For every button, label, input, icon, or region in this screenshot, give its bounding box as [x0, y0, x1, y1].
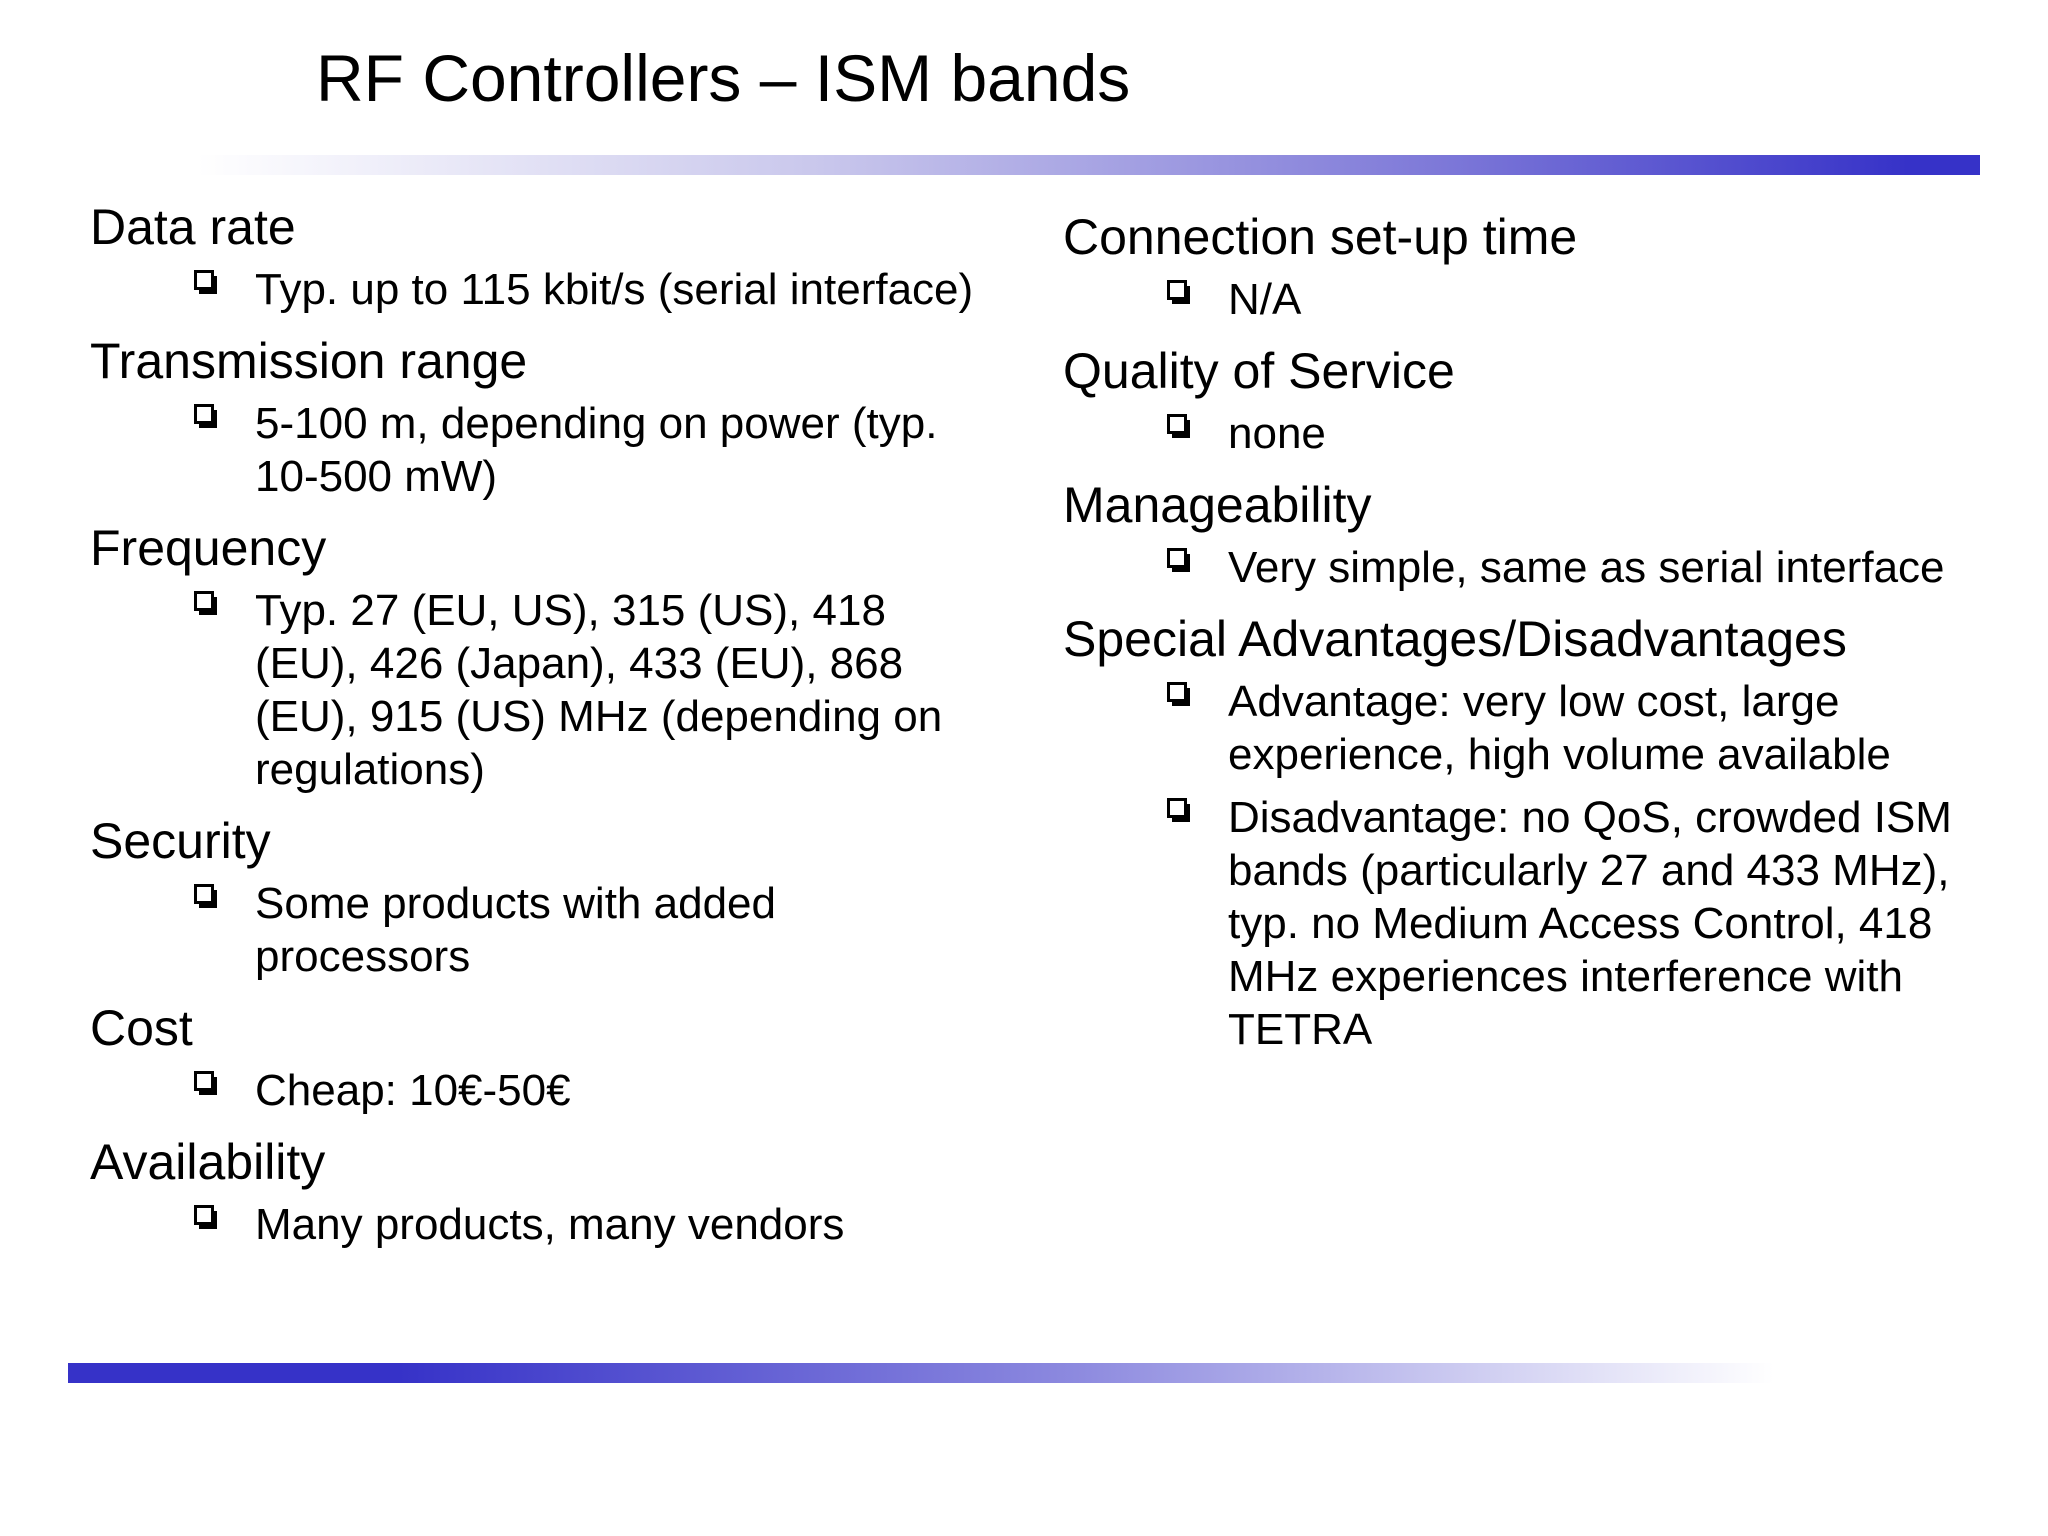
section-header: Data rate: [90, 199, 296, 255]
bullet-text: Very simple, same as serial interface: [1228, 543, 1945, 592]
section-header: Manageability: [1063, 477, 1372, 533]
shadowed-square-bullet-icon: [1167, 414, 1187, 434]
content-left-column: Data rate Typ. up to 115 kbit/s (serial …: [90, 196, 1055, 1261]
section-header: Cost: [90, 1000, 193, 1056]
shadowed-square-bullet-icon: [1167, 682, 1187, 702]
bullet-item: 5-100 m, depending on power (typ. 10-500…: [90, 397, 1055, 503]
bullet-text: Cheap: 10€-50€: [255, 1066, 571, 1115]
bullet-text: Advantage: very low cost, large experien…: [1228, 677, 1891, 779]
section-header: Security: [90, 813, 271, 869]
section-cost: Cost Cheap: 10€-50€: [90, 997, 1055, 1117]
shadowed-square-bullet-icon: [194, 1205, 214, 1225]
bullet-text: Many products, many vendors: [255, 1200, 845, 1249]
section-data-rate: Data rate Typ. up to 115 kbit/s (serial …: [90, 196, 1055, 316]
section-security: Security Some products with added proces…: [90, 810, 1055, 983]
section-connection-setup-time: Connection set-up time N/A: [1063, 206, 2028, 326]
section-header: Transmission range: [90, 333, 528, 389]
bullet-item: Many products, many vendors: [90, 1198, 1055, 1251]
bullet-item: Some products with added processors: [90, 877, 1055, 983]
shadowed-square-bullet-icon: [194, 1071, 214, 1091]
bullet-item: N/A: [1063, 273, 2028, 326]
bullet-item: Typ. 27 (EU, US), 315 (US), 418 (EU), 42…: [90, 584, 1055, 796]
shadowed-square-bullet-icon: [194, 270, 214, 290]
bullet-item: Cheap: 10€-50€: [90, 1064, 1055, 1117]
shadowed-square-bullet-icon: [1167, 798, 1187, 818]
bullet-text: Typ. up to 115 kbit/s (serial interface): [255, 265, 974, 314]
bullet-text: 5-100 m, depending on power (typ. 10-500…: [255, 399, 938, 501]
bullet-item: Very simple, same as serial interface: [1063, 541, 2028, 594]
section-header: Connection set-up time: [1063, 209, 1578, 265]
shadowed-square-bullet-icon: [194, 404, 214, 424]
title-accent-bar: [197, 155, 1980, 175]
bullet-text: none: [1228, 409, 1326, 458]
section-header: Special Advantages/Disadvantages: [1063, 611, 1847, 667]
shadowed-square-bullet-icon: [194, 591, 214, 611]
footer-accent-bar: [68, 1363, 1902, 1383]
section-transmission-range: Transmission range 5-100 m, depending on…: [90, 330, 1055, 503]
shadowed-square-bullet-icon: [194, 884, 214, 904]
section-header: Frequency: [90, 520, 327, 576]
content-right-column: Connection set-up time N/A Quality of Se…: [1063, 206, 2028, 1066]
section-special-advantages-disadvantages: Special Advantages/Disadvantages Advanta…: [1063, 608, 2028, 1056]
section-frequency: Frequency Typ. 27 (EU, US), 315 (US), 41…: [90, 517, 1055, 796]
section-header: Availability: [90, 1134, 326, 1190]
bullet-item: Disadvantage: no QoS, crowded ISM bands …: [1063, 791, 2028, 1056]
shadowed-square-bullet-icon: [1167, 280, 1187, 300]
bullet-text: Typ. 27 (EU, US), 315 (US), 418 (EU), 42…: [255, 586, 943, 794]
shadowed-square-bullet-icon: [1167, 548, 1187, 568]
section-availability: Availability Many products, many vendors: [90, 1131, 1055, 1251]
bullet-item: Advantage: very low cost, large experien…: [1063, 675, 2028, 781]
page-title: RF Controllers – ISM bands: [316, 41, 1131, 115]
section-header: Quality of Service: [1063, 343, 1455, 399]
bullet-text: Some products with added processors: [255, 879, 776, 981]
bullet-text: Disadvantage: no QoS, crowded ISM bands …: [1228, 793, 1952, 1054]
bullet-item: Typ. up to 115 kbit/s (serial interface): [90, 263, 1055, 316]
section-manageability: Manageability Very simple, same as seria…: [1063, 474, 2028, 594]
bullet-text: N/A: [1228, 275, 1302, 324]
bullet-item: none: [1063, 407, 2028, 460]
section-quality-of-service: Quality of Service none: [1063, 340, 2028, 460]
